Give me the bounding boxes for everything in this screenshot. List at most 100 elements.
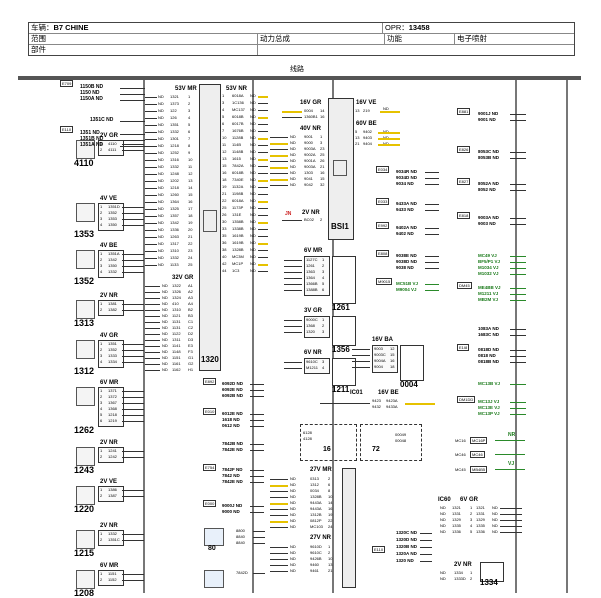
pin-label: 24 xyxy=(328,524,333,529)
wire xyxy=(258,124,268,125)
wire-label: 1353 xyxy=(108,216,117,221)
wire xyxy=(122,397,144,398)
wire-label: ND xyxy=(492,505,498,510)
pin-label: 42 xyxy=(222,261,227,266)
pin-label: 6 xyxy=(100,418,103,423)
wire xyxy=(510,356,526,357)
pin-label: 3 xyxy=(470,517,473,522)
wire xyxy=(352,361,370,362)
wire xyxy=(510,268,526,269)
wire-label: ND xyxy=(162,361,168,366)
pin-label: 2 xyxy=(100,394,103,399)
pin-label: 32 xyxy=(320,182,325,187)
splice-label: 1320C ND xyxy=(396,530,418,535)
pin-label: 21 xyxy=(355,141,360,146)
component-1312-connector: 4V GR xyxy=(100,333,119,339)
wire-label: 1358B xyxy=(232,219,244,224)
wire xyxy=(120,94,145,95)
wire-label: ND xyxy=(440,523,446,528)
wire-label: ND xyxy=(158,101,164,106)
splice-label: 1320 ND xyxy=(396,558,414,563)
wire-label: 1329 xyxy=(452,517,461,522)
wire xyxy=(145,334,160,335)
wire xyxy=(250,444,264,445)
splice-label: 9001 ND xyxy=(478,117,496,122)
pin-label: 2 xyxy=(100,210,103,215)
wire-label: 7340E xyxy=(232,177,244,182)
pin-label: 14 xyxy=(328,500,333,505)
component-1352-icon xyxy=(76,250,95,269)
wire xyxy=(258,264,268,266)
connector-tag-E110-b: E110 xyxy=(372,546,386,553)
wire-label: ND xyxy=(158,234,164,239)
wire-label: 9610D xyxy=(310,544,322,549)
pin-label: 1 xyxy=(100,141,103,146)
wire xyxy=(122,207,144,208)
wire xyxy=(145,139,157,140)
wire-label: 9403 xyxy=(363,135,372,140)
wire-label: ND xyxy=(158,108,164,113)
wire-label: 1248 xyxy=(170,171,179,176)
pin-label: 2 xyxy=(100,347,103,352)
component-1352-number: 1352 xyxy=(74,276,95,286)
wire xyxy=(122,362,144,363)
pin-label: 2 xyxy=(188,101,191,106)
pin-label: 1 xyxy=(100,204,103,209)
wire-label: 1C3 xyxy=(232,268,240,273)
wire xyxy=(120,100,145,101)
wire xyxy=(425,204,439,205)
wire-label: 1198B xyxy=(232,191,244,196)
pin-label: 13 xyxy=(355,108,360,113)
wire-label: ND xyxy=(250,268,256,273)
function-label-cell: 功能 xyxy=(385,34,455,44)
wire xyxy=(270,503,288,505)
wire-label: 1241 xyxy=(108,448,117,453)
wire-label: 1352 xyxy=(108,210,117,215)
wire-label: 1131 xyxy=(172,319,181,324)
wire xyxy=(270,509,288,510)
wire-label: 8840 xyxy=(236,540,245,545)
wire-label: 1364 xyxy=(170,199,179,204)
wire-label: ND xyxy=(162,331,168,336)
pin-label: 21 xyxy=(188,234,193,239)
wire-label: 9000 xyxy=(304,140,313,145)
component-1262-connector: 6V MR xyxy=(100,380,119,386)
pin-label: 18 xyxy=(188,213,193,218)
pin-label: A3 xyxy=(188,295,193,300)
pin-label: 1 xyxy=(320,134,323,139)
lines-label: 线路 xyxy=(290,66,304,73)
pin-label: C2 xyxy=(188,325,194,330)
pin-label: 4 xyxy=(100,222,103,227)
wire-label: ND xyxy=(162,307,168,312)
splice-label: 7842E ND xyxy=(222,447,243,452)
wire-label: ND xyxy=(440,505,446,510)
pin-label: 10 xyxy=(328,556,333,561)
wire-label: 1C136 xyxy=(232,100,244,105)
wire-label: 1615 xyxy=(232,156,241,161)
wire xyxy=(284,278,302,279)
wire xyxy=(510,224,526,225)
wire xyxy=(122,304,144,305)
wire-label: ND xyxy=(250,254,256,259)
pin-label: 1 xyxy=(322,257,325,262)
function-value-cell: 电子喷射 xyxy=(457,34,487,43)
splice-label: 0818 ND xyxy=(478,353,496,358)
splice-label: BF5/P1 VJ xyxy=(478,259,501,264)
pin-label: 24 xyxy=(188,255,193,260)
wire-label: ND xyxy=(162,289,168,294)
pin-label: 25 xyxy=(188,262,193,267)
wire-label: 1351C xyxy=(108,537,120,542)
wire-label: ND xyxy=(158,164,164,169)
pin-label: 4 xyxy=(188,115,191,120)
wire xyxy=(145,132,157,133)
wire-label: 1334 xyxy=(108,359,117,364)
pin-label: A4 xyxy=(188,301,193,306)
pin-label: 2 xyxy=(100,257,103,262)
wire xyxy=(425,172,439,173)
wire-label: ND xyxy=(250,142,256,147)
vehicle-label: 车辆： xyxy=(31,23,54,32)
wire-label: ND xyxy=(158,220,164,225)
wire xyxy=(145,328,160,329)
wire xyxy=(122,225,144,226)
component-1208-connector: 6V MR xyxy=(100,563,119,569)
